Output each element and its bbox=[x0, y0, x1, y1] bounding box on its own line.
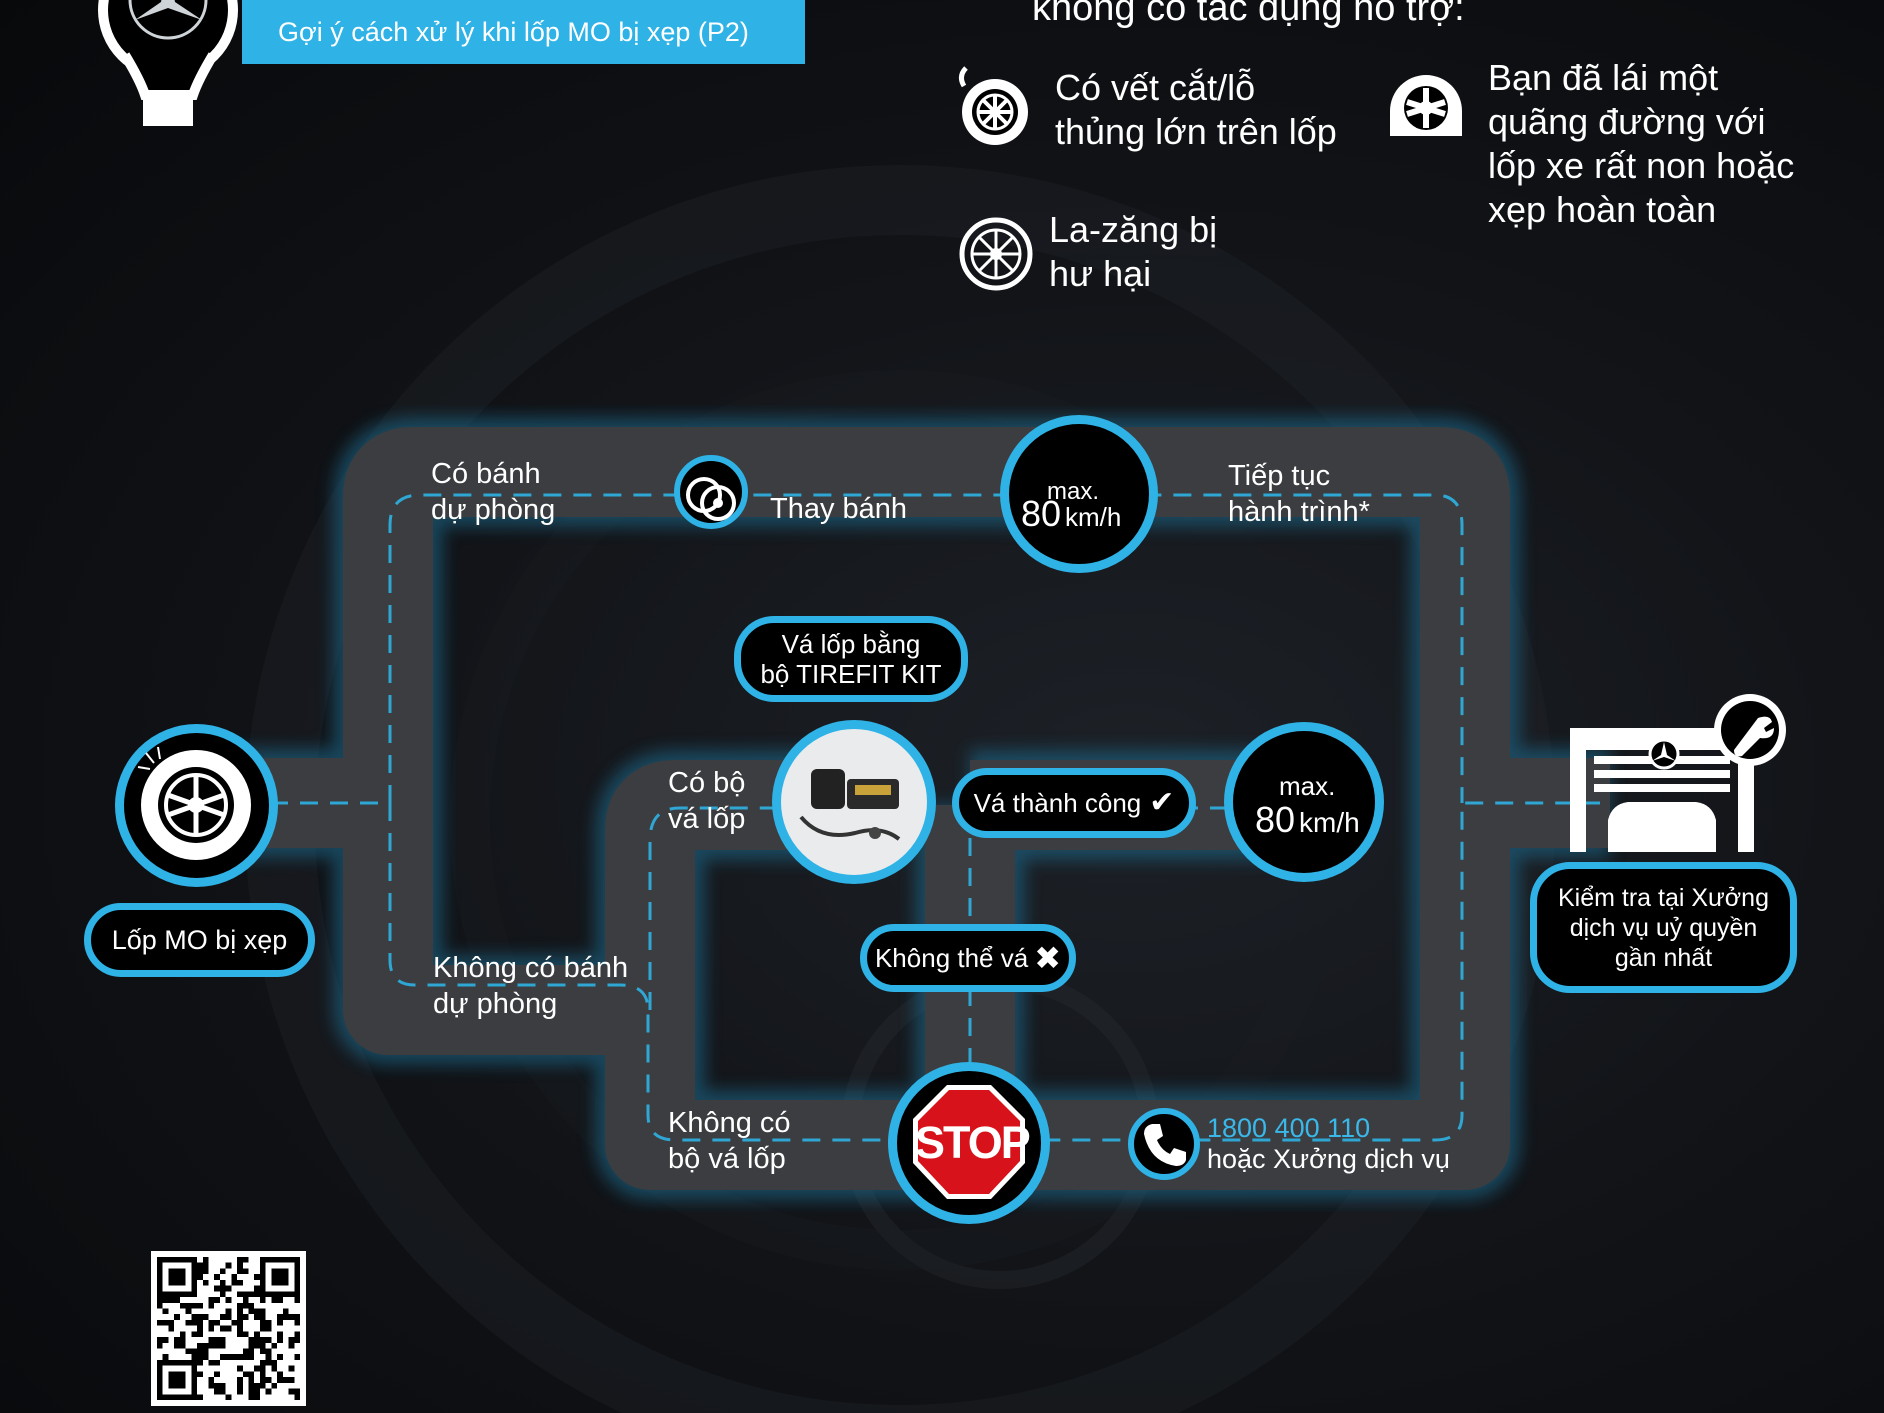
cross-icon: ✖ bbox=[1034, 940, 1062, 976]
speed-limit-top: max. 80 km/h bbox=[1000, 415, 1158, 573]
tirefit-kit-node bbox=[772, 720, 936, 884]
tirefit-kit-icon bbox=[799, 769, 901, 841]
cannot-repair-text: Không thể vá bbox=[874, 943, 1029, 973]
header-intro: không có tác dụng hỗ trợ: bbox=[1032, 0, 1465, 29]
speed-top-max: max. bbox=[1047, 478, 1100, 505]
phone-alt-text: hoặc Xưởng dịch vụ bbox=[1207, 1144, 1450, 1174]
no-kit-text: Không có bộ vá lốp bbox=[668, 1107, 791, 1175]
repair-success-text: Vá thành công bbox=[973, 788, 1142, 818]
speed-top-unit: km/h bbox=[1065, 502, 1122, 532]
condition-rim-text: La-zăng bị hư hại bbox=[1049, 209, 1218, 294]
repair-success-label: Vá thành công ✔ bbox=[952, 768, 1196, 838]
has-spare-text: Có bánh dự phòng bbox=[431, 458, 556, 526]
damaged-rim-icon bbox=[958, 216, 1034, 292]
speed-mid-unit: km/h bbox=[1299, 807, 1360, 838]
stop-sign-text: STOP bbox=[915, 1117, 1031, 1168]
cut-tire-icon bbox=[958, 62, 1032, 150]
workshop-label: Kiểm tra tại Xưởng dịch vụ uỷ quyền gần … bbox=[1530, 862, 1797, 993]
phone-node bbox=[1128, 1108, 1200, 1180]
cannot-repair-label: Không thể vá ✖ bbox=[860, 924, 1076, 992]
speed-limit-mid: max. 80 km/h bbox=[1224, 722, 1384, 882]
spare-wheel-node bbox=[674, 455, 748, 529]
start-label: Lốp MO bị xẹp bbox=[84, 903, 315, 977]
phone-icon bbox=[1144, 1124, 1186, 1166]
speed-top-value: 80 bbox=[1021, 493, 1062, 534]
condition-cut-text: Có vết cắt/lỗ thủng lớn trên lốp bbox=[1055, 67, 1337, 152]
has-kit-text: Có bộ vá lốp bbox=[668, 767, 746, 835]
start-tire-node bbox=[115, 724, 278, 887]
no-spare-text: Không có bánh dự phòng bbox=[433, 952, 629, 1020]
qr-code bbox=[151, 1251, 306, 1406]
header-bulb-logo bbox=[95, 0, 245, 130]
flat-tire-icon bbox=[1385, 66, 1467, 148]
continue-trip-text: Tiếp tục hành trình* bbox=[1228, 460, 1370, 528]
header-subtitle: Gợi ý cách xử lý khi lốp MO bị xẹp (P2) bbox=[242, 0, 805, 64]
check-icon: ✔ bbox=[1149, 786, 1175, 819]
stop-sign-node: STOP bbox=[888, 1062, 1050, 1224]
spare-wheel-icon bbox=[686, 477, 736, 521]
change-wheel-text: Thay bánh bbox=[770, 493, 908, 525]
speed-mid-value: 80 bbox=[1255, 799, 1296, 840]
tirefit-label: Vá lốp bằng bộ TIREFIT KIT bbox=[734, 616, 968, 702]
qr-code-pattern bbox=[157, 1257, 300, 1400]
phone-number[interactable]: 1800 400 110 bbox=[1207, 1113, 1371, 1143]
workshop-icon bbox=[1568, 692, 1790, 854]
condition-flat-text: Bạn đã lái một quãng đường với lốp xe rấ… bbox=[1488, 57, 1795, 230]
speed-mid-max: max. bbox=[1279, 771, 1336, 801]
tire-icon bbox=[137, 746, 251, 860]
stop-sign-icon bbox=[913, 1085, 1025, 1199]
